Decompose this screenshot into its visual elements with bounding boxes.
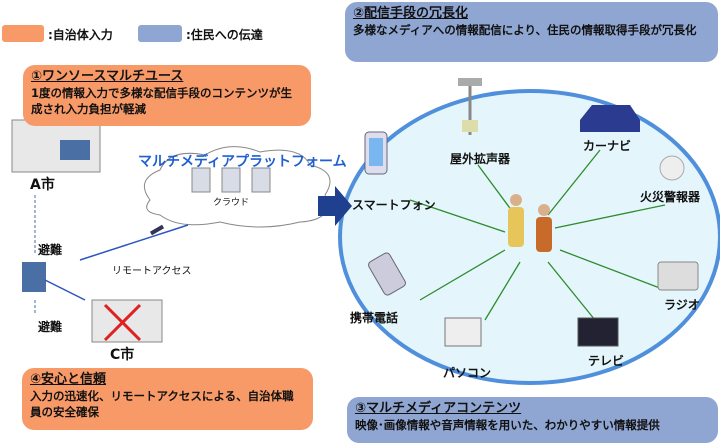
building-c-icon bbox=[91, 299, 163, 343]
box-title: ②配信手段の冗長化 bbox=[353, 6, 469, 21]
mobile-label: 携帯電話 bbox=[350, 311, 399, 325]
remote-access-label: リモートアクセス bbox=[112, 266, 192, 277]
fire-alarm-label: 火災警報器 bbox=[640, 190, 701, 204]
speaker-icon bbox=[458, 78, 482, 135]
legend-orange-label: :自治体入力 bbox=[48, 28, 113, 42]
cloud-label: クラウド bbox=[213, 198, 250, 208]
pc-icon bbox=[444, 317, 482, 347]
car-icon bbox=[580, 105, 640, 132]
radio-icon bbox=[657, 261, 699, 291]
evac-label-2: 避難 bbox=[38, 320, 63, 334]
box-multimedia: ③マルチメディアコンテンツ映像･画像情報や音声情報を用いた、わかりやすい情報提供 bbox=[347, 397, 718, 443]
satellite-icon bbox=[149, 224, 165, 236]
legend-orange-swatch bbox=[2, 25, 44, 42]
radio-label: ラジオ bbox=[664, 298, 700, 312]
fire-alarm-icon bbox=[659, 155, 685, 181]
box-safety: ④安心と信頼入力の迅速化、リモートアクセスによる、自治体職員の安全確保 bbox=[22, 368, 313, 430]
big-arrow-icon bbox=[318, 186, 352, 226]
speaker-label: 屋外拡声器 bbox=[450, 152, 511, 166]
carnavi-label: カーナビ bbox=[583, 139, 632, 153]
tv-label: テレビ bbox=[588, 354, 625, 368]
people-icon bbox=[508, 194, 552, 252]
cross-icon bbox=[103, 303, 142, 342]
box-title: ①ワンソースマルチユース bbox=[31, 69, 184, 84]
box-one-source: ①ワンソースマルチユース 1度の情報入力で多様な配信手段のコンテンツが生成され入力… bbox=[23, 65, 311, 126]
box-redundancy: ②配信手段の冗長化多様なメディアへの情報配信により、住民の情報取得手段が冗長化 bbox=[345, 2, 718, 62]
server-icons bbox=[191, 167, 271, 193]
delivery-ellipse bbox=[338, 89, 720, 385]
box-text: 1度の情報入力で多様な配信手段のコンテンツが生成され入力負担が軽減 bbox=[31, 86, 292, 116]
city-c-label: C市 bbox=[110, 347, 135, 363]
smartphone-label: スマートフォン bbox=[352, 198, 436, 212]
box-text: 映像･画像情報や音声情報を用いた、わかりやすい情報提供 bbox=[355, 418, 660, 432]
tv-icon bbox=[577, 317, 619, 347]
box-title: ④安心と信頼 bbox=[30, 372, 107, 387]
platform-label: マルチメディアプラットフォーム bbox=[138, 154, 347, 170]
legend-blue-label: :住民への伝達 bbox=[186, 28, 263, 42]
mobile-icon bbox=[368, 252, 406, 296]
delivery-arrows bbox=[409, 149, 666, 321]
box-title: ③マルチメディアコンテンツ bbox=[355, 401, 522, 416]
remote-arrow bbox=[79, 224, 189, 261]
box-text: 多様なメディアへの情報配信により、住民の情報取得手段が冗長化 bbox=[353, 23, 697, 37]
pc-label: パソコン bbox=[443, 366, 492, 380]
legend-blue-swatch bbox=[138, 25, 182, 42]
evacuee-pc-icon bbox=[22, 262, 46, 292]
city-a-label: A市 bbox=[30, 177, 55, 193]
evac-label-1: 避難 bbox=[38, 243, 63, 257]
box-text: 入力の迅速化、リモートアクセスによる、自治体職員の安全確保 bbox=[30, 389, 294, 419]
